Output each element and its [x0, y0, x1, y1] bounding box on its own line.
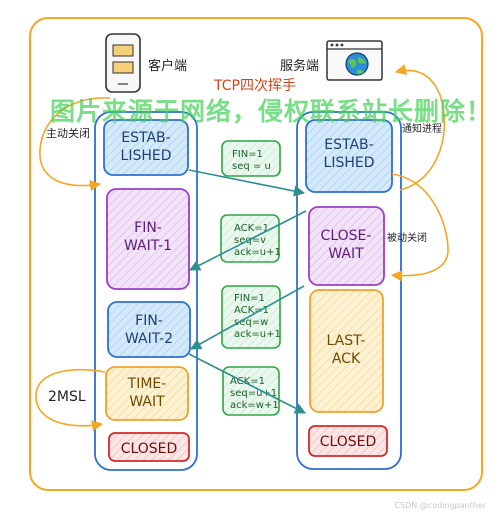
arrow-fin-1: [188, 169, 306, 197]
diagram-title: TCP四次挥手: [213, 78, 296, 94]
arrow-fin-2: [190, 285, 305, 350]
arrow-ack-2: [188, 353, 306, 414]
msl-curve: [35, 369, 106, 432]
server-state-established: ESTAB-LISHED: [305, 119, 393, 193]
server-state-close-wait-label: CLOSE-WAIT: [321, 228, 372, 262]
active-close-curve: [39, 97, 111, 192]
notify-process-label: 通知进程: [402, 122, 442, 135]
watermark-text: 图片来源于网络，侵权联系站长删除！: [50, 97, 493, 126]
footer-credit: CSDN @codingpanther: [394, 501, 486, 510]
msl-label: 2MSL: [48, 389, 86, 405]
passive-close-curve: [390, 173, 449, 282]
client-state-established-label: ESTAB-LISHED: [121, 130, 172, 164]
client-state-closed-label: CLOSED: [121, 441, 178, 457]
server-state-closed: CLOSED: [308, 425, 388, 457]
notify-process-curve: [394, 64, 446, 191]
server-label: 服务端: [280, 58, 319, 74]
arrow-ack-1: [189, 210, 307, 271]
server-state-last-ack-label: LAST-ACK: [327, 333, 366, 367]
passive-close-label: 被动关闭: [387, 231, 427, 244]
server-state-last-ack: LAST-ACK: [309, 289, 384, 413]
client-state-fin-wait-2-label: FIN-WAIT-2: [125, 313, 173, 347]
client-label: 客户端: [148, 58, 187, 74]
client-state-fin-wait-1-label: FIN-WAIT-1: [124, 220, 172, 254]
server-state-closed-label: CLOSED: [320, 434, 377, 450]
client-lane: [94, 111, 198, 471]
active-close-label: 主动关闭: [46, 126, 90, 140]
client-state-closed: CLOSED: [108, 432, 190, 462]
server-state-close-wait: CLOSE-WAIT: [308, 206, 385, 286]
client-state-time-wait: TIME-WAIT: [105, 366, 189, 421]
client-state-fin-wait-1: FIN-WAIT-1: [106, 188, 190, 290]
phone-icon: [105, 33, 141, 93]
browser-globe-icon: [326, 40, 383, 81]
client-state-time-wait-label: TIME-WAIT: [127, 376, 167, 410]
client-state-fin-wait-2: FIN-WAIT-2: [107, 301, 191, 358]
client-state-established: ESTAB-LISHED: [103, 119, 189, 176]
outer-frame: [29, 17, 483, 491]
server-state-established-label: ESTAB-LISHED: [324, 137, 375, 171]
